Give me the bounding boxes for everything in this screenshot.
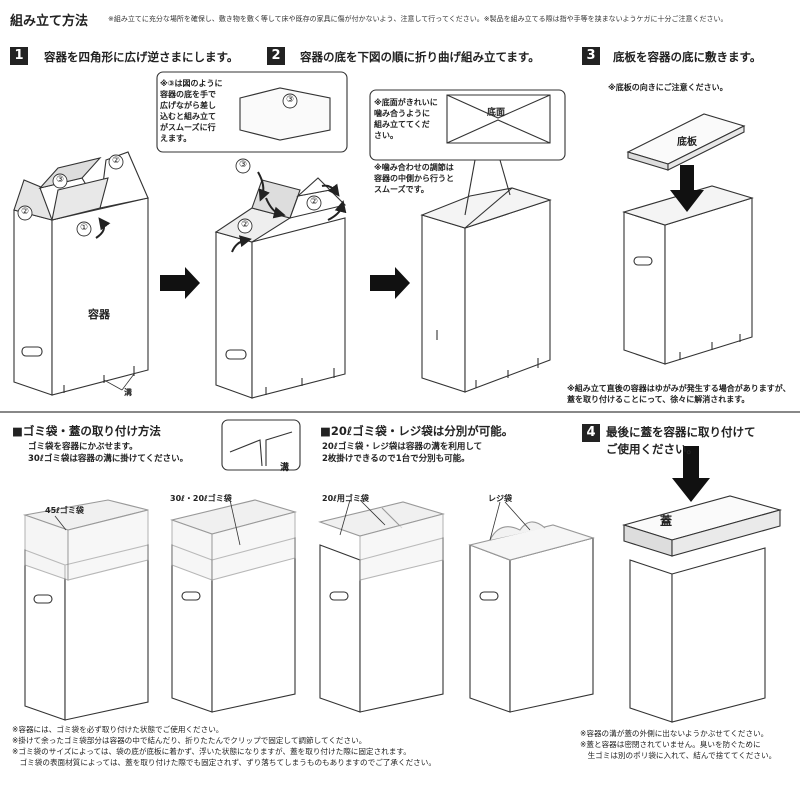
step3-box [622, 113, 754, 365]
step2-callout-num: ③ [286, 95, 295, 105]
footer-note-left-2: ※掛けて余ったゴミ袋部分は容器の中で結んだり、折りたたんでクリップで固定して調節… [12, 736, 367, 745]
groove-callout-frame [221, 419, 301, 471]
footer-note-left-4: ゴミ袋の表面材質によっては、蓋を取り付けた際でも固定されず、ずり落ちてしまうもの… [12, 758, 436, 767]
step2b-callout-text: ※底面がきれいに 噛み合うように 組み立ててくだ さい。 [374, 98, 438, 140]
box-45l [22, 499, 149, 721]
bag-section-desc: ゴミ袋を容器にかぶせます。 30ℓゴミ袋は容器の溝に掛けてください。 [28, 442, 189, 464]
step2b-box [420, 187, 552, 393]
step2b-adjust-note: ※噛み合わせの調節は 容器の中側から行うと スムーズです。 [374, 163, 454, 194]
step3-board-label: 底板 [677, 137, 697, 148]
step-3-text: 底板を容器の底に敷きます。 [613, 50, 762, 64]
header-note: ※組み立てに充分な場所を確保し、敷き物を敷く等して床や既存の家具に傷が付かないよ… [108, 15, 728, 23]
step2-flap-2b: ② [241, 220, 250, 230]
split-section-desc: 20ℓゴミ袋・レジ袋は容器の溝を利用して 2枚掛けできるので1台で分別も可能。 [322, 442, 483, 464]
label-45l-bag: 45ℓゴミ袋 [45, 506, 84, 515]
step3-orientation-note: ※底板の向きにご注意ください。 [608, 83, 728, 92]
footer-note-left-3: ※ゴミ袋のサイズによっては、袋の底が底板に着かず、浮いた状態になりますが、蓋を取… [12, 747, 411, 756]
step2-callout-text: ※③は図のように 容器の底を手で 広げながら差し 込むと組み立て がスムーズに行… [160, 79, 223, 143]
step1-box-label: 容器 [88, 308, 110, 321]
bag-section-title: ■ゴミ袋・蓋の取り付け方法 [12, 424, 161, 438]
box-reji [468, 521, 595, 713]
step1-flap-2b: ② [112, 156, 121, 166]
step-4-text: 最後に蓋を容器に取り付けて ご使用ください。 [606, 425, 756, 456]
split-section-title: ■20ℓゴミ袋・レジ袋は分別が可能。 [320, 424, 514, 438]
label-20l-bag: 20ℓ用ゴミ袋 [322, 494, 369, 503]
box-30-20l [170, 499, 298, 713]
step-1-number: 1 [10, 47, 28, 65]
process-arrows [160, 165, 710, 502]
step-3-number: 3 [582, 47, 600, 65]
label-30-20l-bag: 30ℓ・20ℓゴミ袋 [170, 494, 232, 503]
step1-groove-label: 溝 [124, 388, 132, 397]
step-1-text: 容器を四角形に広げ逆さまにします。 [44, 50, 239, 64]
footer-notes-right: ※容器の溝が蓋の外側に出ないようかぶせてください。 ※蓋と容器は密閉されていませ… [580, 728, 776, 761]
footer-note-right-3: 生ゴミは別のポリ袋に入れて、結んで捨ててください。 [580, 751, 777, 760]
groove-callout-label: 溝 [280, 463, 290, 473]
step1-flap-3: ③ [56, 175, 65, 185]
step-2-text: 容器の底を下図の順に折り曲げ組み立てます。 [300, 50, 540, 64]
footer-note-left-1: ※容器には、ゴミ袋を必ず取り付けた状態でご使用ください。 [12, 725, 224, 734]
step2-box [214, 177, 347, 399]
step1-flap-2a: ② [21, 207, 30, 217]
step2-flap-2a: ② [310, 197, 319, 207]
step2-flap-3: ③ [239, 160, 248, 170]
label-reji-bag: レジ袋 [488, 494, 512, 503]
step2b-bottom-label: 底面 [487, 108, 506, 118]
step-2-number: 2 [267, 47, 285, 65]
footer-notes-left: ※容器には、ゴミ袋を必ず取り付けた状態でご使用ください。 ※掛けて余ったゴミ袋部… [12, 724, 436, 768]
step-4-number: 4 [582, 424, 600, 442]
box-lid [622, 495, 783, 723]
footer-note-right-1: ※容器の溝が蓋の外側に出ないようかぶせてください。 [580, 729, 769, 738]
footer-note-right-2: ※蓋と容器は密閉されていません。臭いを防ぐために [580, 740, 761, 749]
box-20l-split [318, 501, 446, 713]
page-title: 組み立て方法 [10, 14, 89, 29]
step3-warp-note: ※組み立て直後の容器はゆがみが発生する場合がありますが、 蓋を取り付けることにっ… [567, 384, 791, 404]
step1-box [13, 151, 149, 396]
step1-flap-1: ① [80, 223, 89, 233]
step4-lid-label: 蓋 [660, 514, 673, 528]
